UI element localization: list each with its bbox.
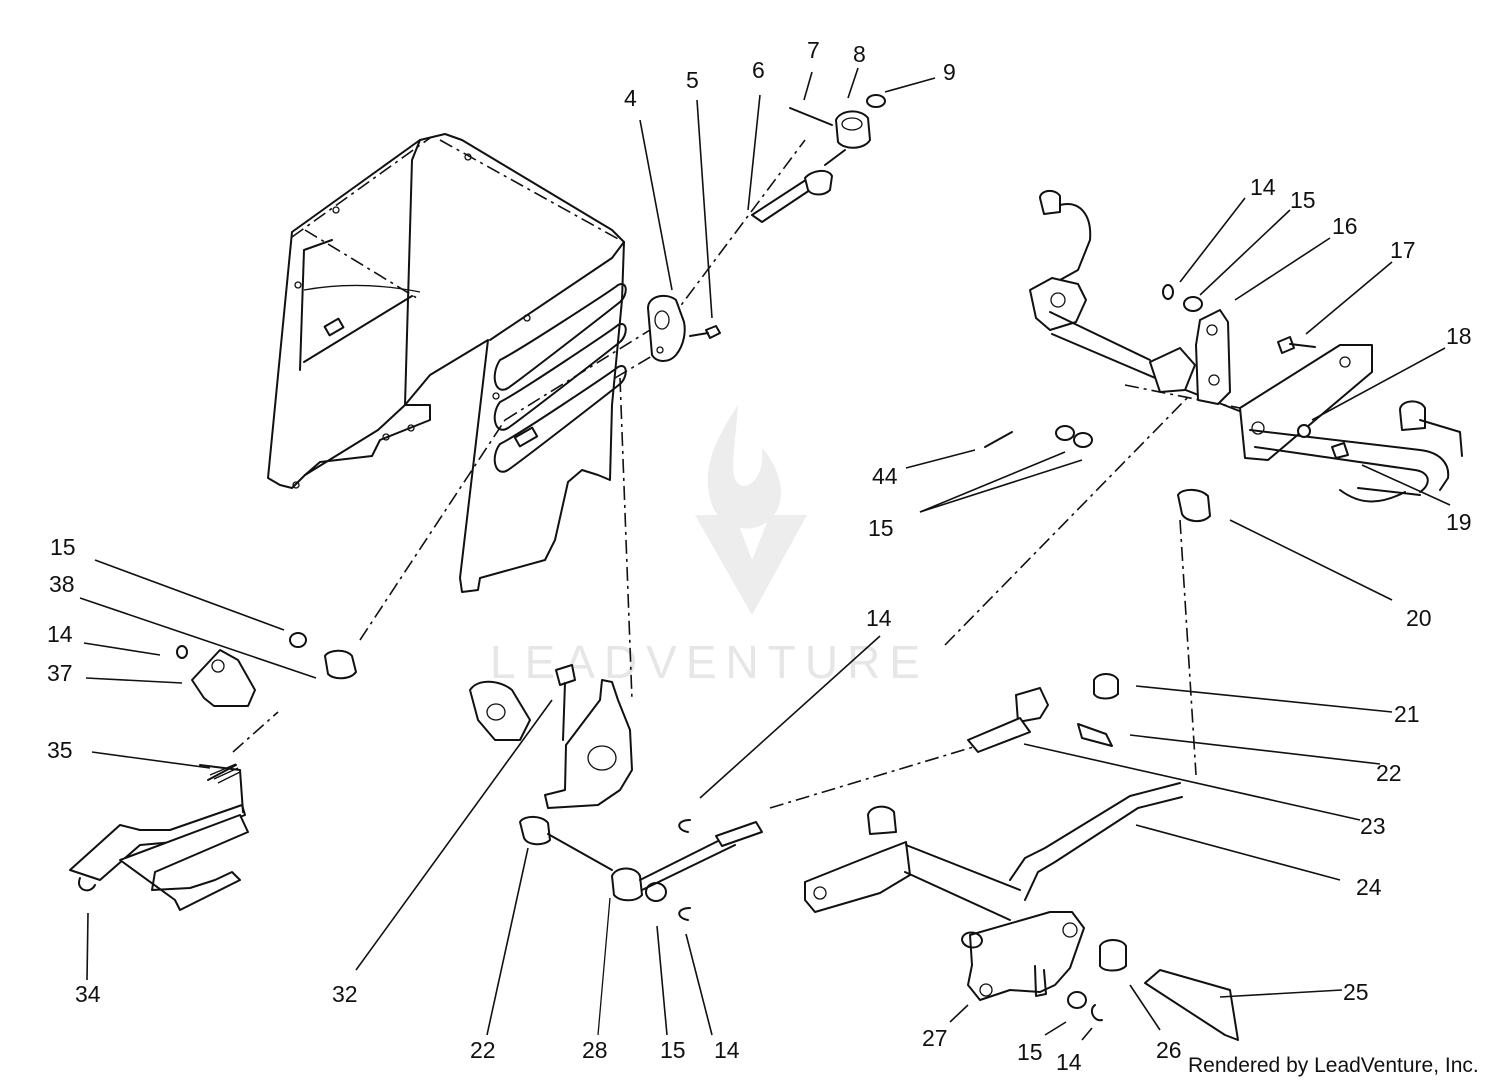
callout-15d: 15 xyxy=(660,1037,686,1063)
callout-16: 16 xyxy=(1332,213,1358,239)
callout-18: 18 xyxy=(1446,323,1472,349)
flame-logo-icon xyxy=(707,405,782,529)
callout-14d: 14 xyxy=(714,1037,740,1063)
callout-25: 25 xyxy=(1343,979,1369,1005)
console-cover xyxy=(267,133,627,593)
callout-28: 28 xyxy=(582,1037,608,1063)
rendered-by-credit: Rendered by LeadVenture, Inc. xyxy=(1188,1054,1479,1077)
callout-17: 17 xyxy=(1390,237,1416,263)
callout-7: 7 xyxy=(807,37,820,63)
watermark-text: LEADVENTURE xyxy=(490,636,929,688)
center-bracket xyxy=(469,664,763,921)
upper-shaft-assembly xyxy=(984,190,1463,522)
callout-38: 38 xyxy=(49,571,75,597)
callout-4: 4 xyxy=(624,85,637,111)
callout-15c: 15 xyxy=(50,534,76,560)
left-linkage xyxy=(69,632,357,911)
callout-labels: 4 5 6 7 8 9 14 15 16 17 18 44 15 19 20 1… xyxy=(47,37,1472,1075)
watermark: LEADVENTURE xyxy=(490,405,929,688)
callout-9: 9 xyxy=(943,59,956,85)
callout-35: 35 xyxy=(47,737,73,763)
callout-15: 15 xyxy=(1290,187,1316,213)
callout-44: 44 xyxy=(872,463,898,489)
callout-22b: 22 xyxy=(470,1037,496,1063)
throttle-bracket-assembly xyxy=(647,94,886,362)
leader-lines xyxy=(79,67,1451,1041)
callout-34: 34 xyxy=(75,981,101,1007)
callout-20: 20 xyxy=(1406,605,1432,631)
callout-19: 19 xyxy=(1446,509,1472,535)
callout-23: 23 xyxy=(1360,813,1386,839)
callout-24: 24 xyxy=(1356,874,1382,900)
callout-14c: 14 xyxy=(866,605,892,631)
callout-15b: 15 xyxy=(868,515,894,541)
callout-8: 8 xyxy=(853,41,866,67)
callout-5: 5 xyxy=(686,67,699,93)
callout-32: 32 xyxy=(332,981,358,1007)
lower-shaft-assembly xyxy=(804,673,1239,1041)
callout-21: 21 xyxy=(1394,701,1420,727)
callout-14: 14 xyxy=(1250,174,1276,200)
callout-15e: 15 xyxy=(1017,1039,1043,1065)
callout-6: 6 xyxy=(752,57,765,83)
callout-27: 27 xyxy=(922,1025,948,1051)
callout-14e: 14 xyxy=(1056,1049,1082,1075)
callout-22: 22 xyxy=(1376,760,1402,786)
v-logo-icon xyxy=(695,515,807,615)
callout-14b: 14 xyxy=(47,621,73,647)
callout-26: 26 xyxy=(1156,1037,1182,1063)
assembly-lines xyxy=(232,137,1251,809)
callout-37: 37 xyxy=(47,660,73,686)
